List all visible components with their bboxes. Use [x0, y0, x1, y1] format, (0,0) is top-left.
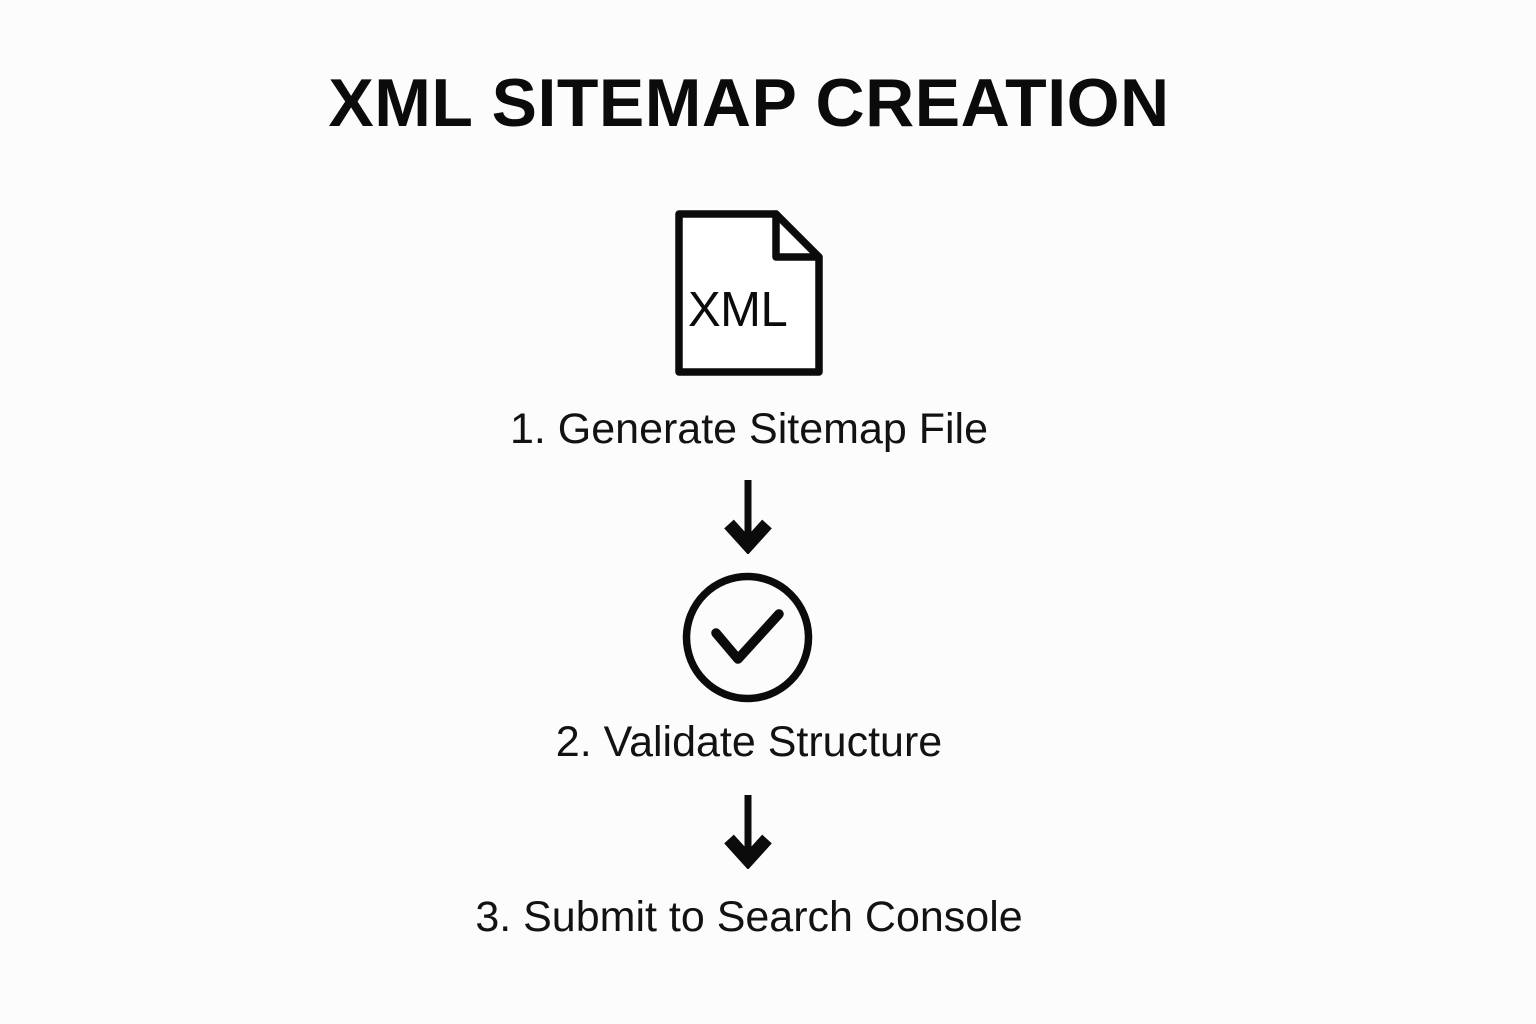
step-1-icon-container: XML [666, 198, 828, 388]
page-title: XML SITEMAP CREATION [328, 65, 1170, 141]
process-flow: XML 1. Generate Sitemap File 2. Validate… [475, 198, 1023, 941]
check-circle-icon [682, 572, 813, 703]
down-arrow-icon [724, 795, 772, 869]
step-2-label: 2. Validate Structure [555, 718, 943, 766]
xml-file-icon: XML [675, 210, 823, 376]
connector-arrow-1-container [714, 472, 782, 554]
connector-arrow-2-container [714, 787, 782, 869]
xml-file-icon-label: XML [688, 283, 787, 337]
step-1-label: 1. Generate Sitemap File [509, 405, 989, 453]
step-2-icon-container [678, 570, 818, 710]
checkmark-icon [711, 609, 784, 664]
step-3-label: 3. Submit to Search Console [475, 893, 1023, 941]
down-arrow-icon [724, 480, 772, 554]
